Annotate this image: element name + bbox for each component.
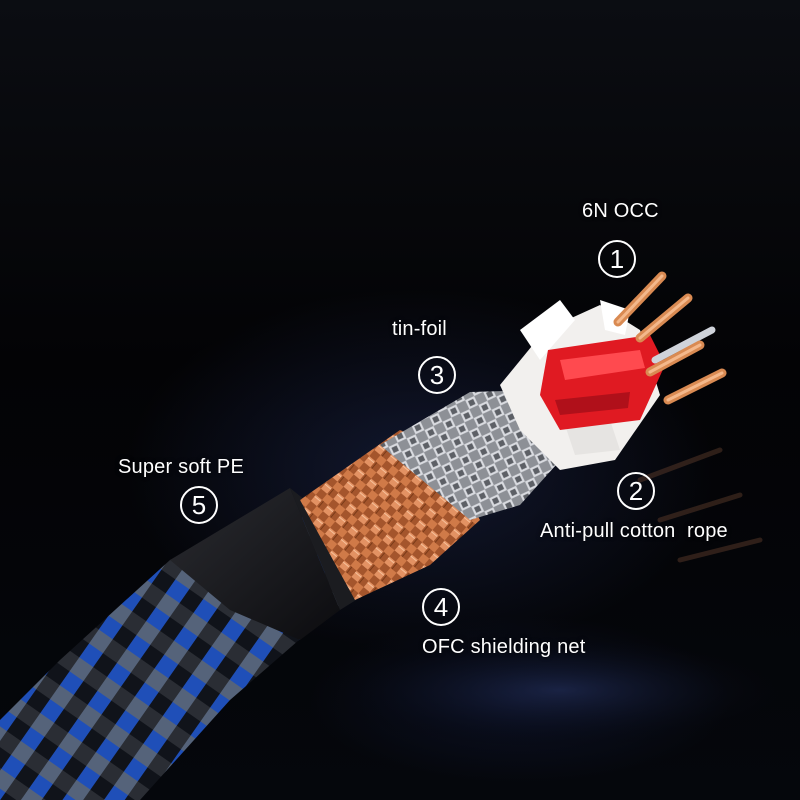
callout-label-ofc-shielding-net: OFC shielding net — [422, 636, 586, 658]
callout-label-6n-occ: 6N OCC — [582, 200, 659, 222]
callout-label-anti-pull-cotton-rope: Anti-pull cotton rope — [540, 520, 728, 542]
callout-number-3: 3 — [418, 356, 456, 394]
callout-number-4: 4 — [422, 588, 460, 626]
callout-label-tin-foil: tin-foil — [392, 318, 447, 340]
callout-number-1: 1 — [598, 240, 636, 278]
callout-number-5: 5 — [180, 486, 218, 524]
callout-number-2: 2 — [617, 472, 655, 510]
callout-label-super-soft-pe: Super soft PE — [118, 456, 244, 478]
